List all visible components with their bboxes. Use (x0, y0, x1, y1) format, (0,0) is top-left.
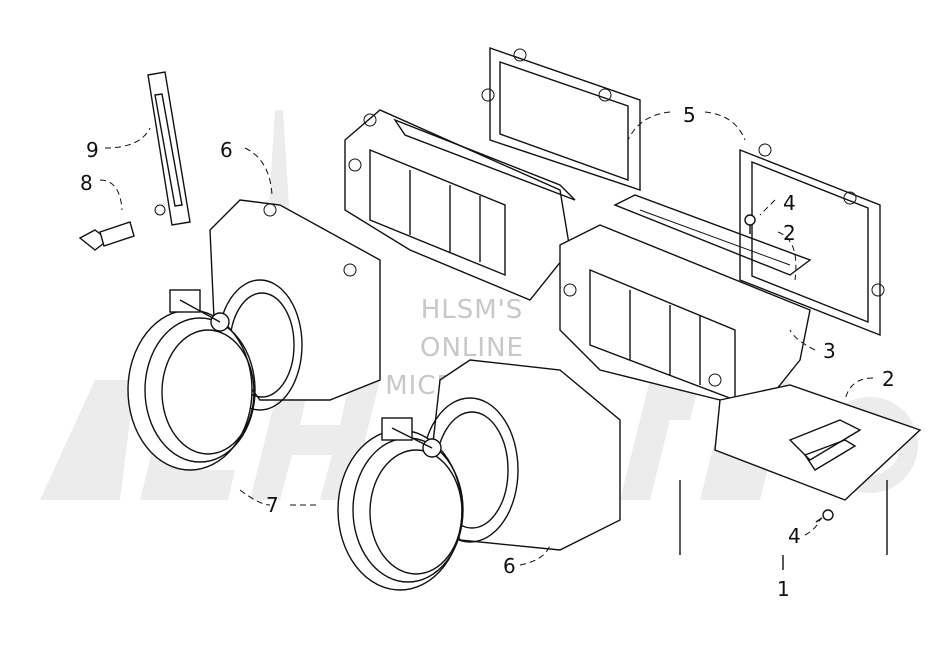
watermark-line-2: ONLINE (420, 333, 524, 363)
clamp-ring-upper (127, 289, 256, 471)
callout-4-lower: 4 (788, 524, 801, 548)
watermark-line-1: HLSM'S (421, 295, 524, 325)
callout-8: 8 (80, 171, 93, 195)
screw-upper (744, 214, 756, 234)
callout-5: 5 (683, 103, 696, 127)
reed-petal-upper (613, 194, 812, 276)
clamp-ring-lower (337, 417, 464, 591)
reed-cage-upper (344, 109, 576, 301)
callout-9: 9 (86, 138, 99, 162)
callout-2-upper: 2 (783, 221, 796, 245)
callout-2-lower: 2 (882, 367, 895, 391)
reed-cage-lower (559, 224, 811, 411)
screw-lower (815, 509, 834, 523)
callout-6-upper: 6 (220, 138, 233, 162)
stopper-plate-lower (714, 384, 922, 501)
callout-7: 7 (266, 493, 279, 517)
intake-boot-upper (209, 199, 381, 411)
leader-lines (99, 111, 888, 570)
callout-1: 1 (777, 577, 790, 601)
callout-3: 3 (823, 339, 836, 363)
callout-labels: 9 8 6 5 4 2 3 2 7 6 4 1 (80, 103, 895, 601)
strap-and-bolt (78, 71, 191, 251)
callout-6-lower: 6 (503, 554, 516, 578)
callout-4-upper: 4 (783, 191, 796, 215)
